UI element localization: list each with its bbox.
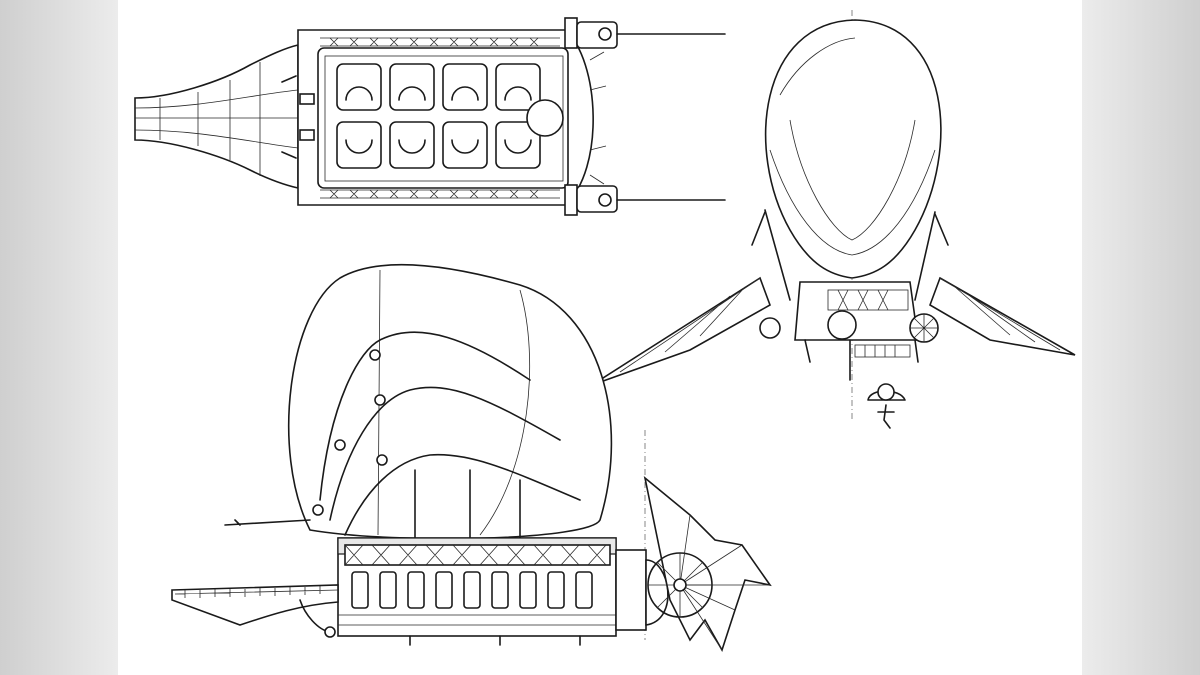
front-envelope (764, 19, 942, 279)
blueprint-sheet (118, 0, 1082, 675)
side-view (171, 264, 772, 652)
right-margin (1082, 0, 1200, 675)
blueprint-drawing (134, 10, 1076, 652)
top-engine-pod-upper (564, 17, 726, 49)
top-seat-row-2 (336, 121, 541, 169)
top-hatch-circle (526, 99, 564, 137)
left-margin (0, 0, 118, 675)
top-tail-fin (134, 43, 299, 190)
front-wing-right (929, 276, 1076, 356)
top-seat-row-1 (336, 63, 541, 111)
side-tail-boom (171, 584, 339, 626)
front-hanging-figure (867, 383, 906, 429)
top-view (134, 17, 726, 216)
side-windows (351, 571, 593, 609)
front-view (591, 10, 1076, 429)
side-envelope (287, 264, 613, 540)
side-fan-fin (643, 475, 772, 652)
top-engine-pod-lower (564, 184, 726, 216)
front-gondola (794, 281, 919, 341)
